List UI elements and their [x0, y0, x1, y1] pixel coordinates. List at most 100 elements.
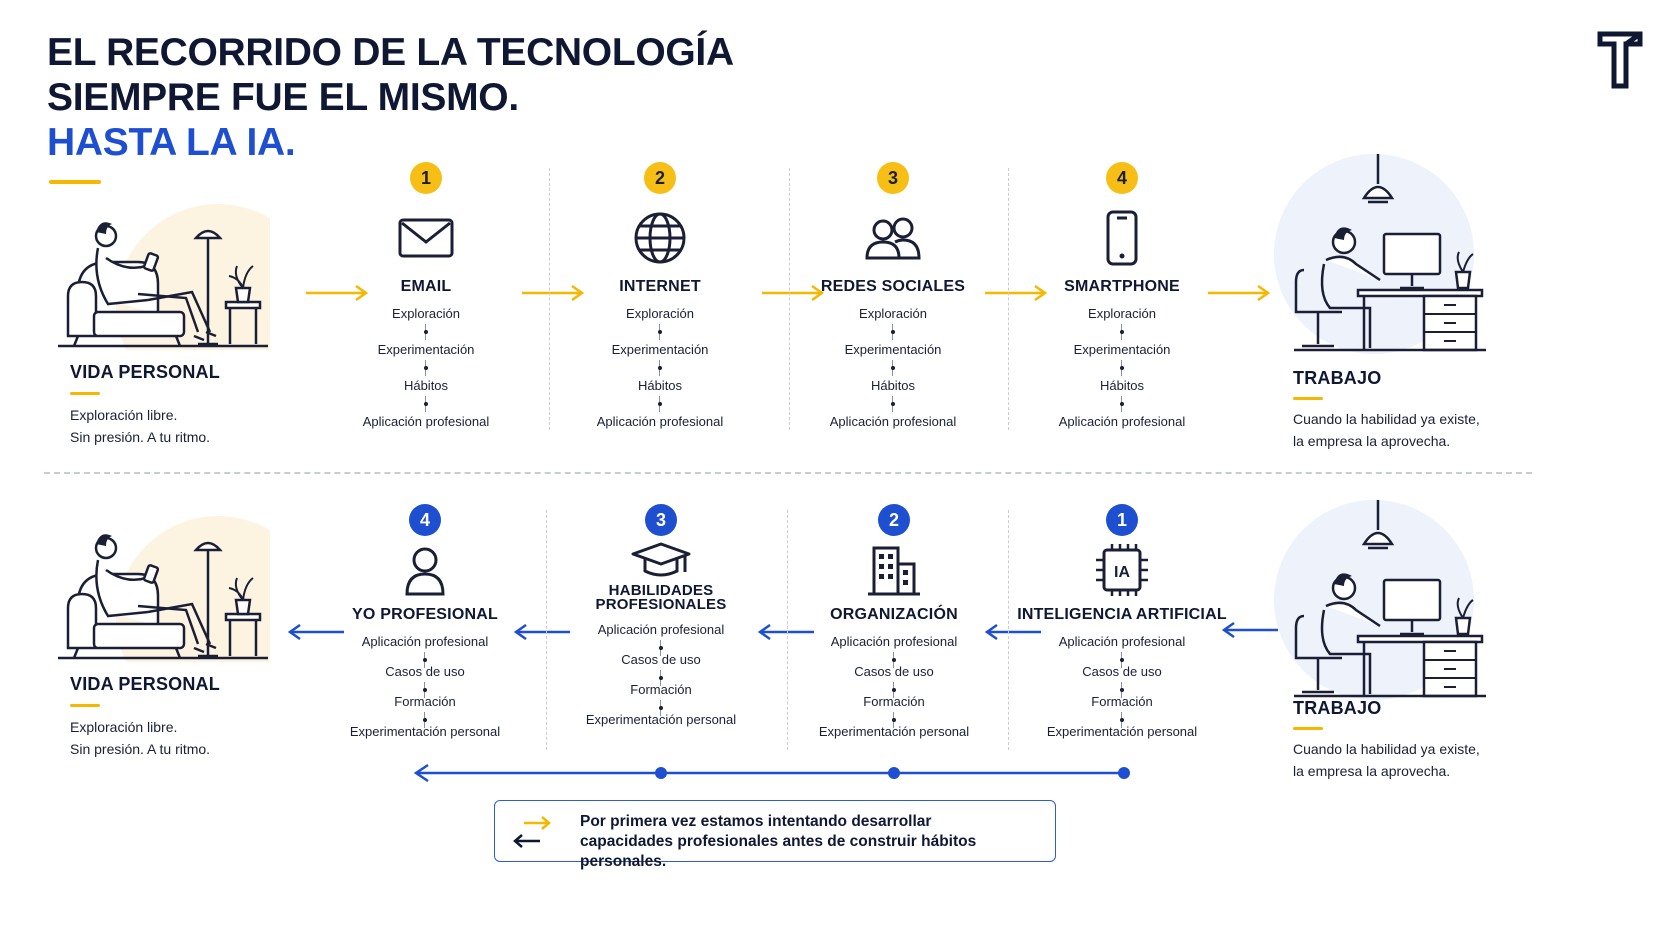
column-divider — [789, 168, 790, 430]
bottom-right-title: TRABAJO — [1293, 698, 1382, 718]
step-number-badge: 4 — [1106, 162, 1138, 194]
desk-illustration-top — [1274, 154, 1486, 354]
title-underline — [49, 180, 101, 184]
sofa-illustration-bottom — [58, 514, 270, 662]
bottom-left-description: Exploración libre. Sin presión. A tu rit… — [70, 719, 211, 757]
stage-title: SMARTPHONE — [1064, 278, 1180, 295]
step-label: Hábitos — [1099, 378, 1145, 393]
top-left-underline — [70, 392, 100, 395]
top-left-title: VIDA PERSONAL — [70, 362, 220, 382]
title-line-2: SIEMPRE FUE EL MISMO. — [47, 76, 519, 119]
desk-illustration-bottom — [1274, 500, 1486, 700]
brand-t-logo-icon — [1597, 31, 1643, 89]
step-label: Experimentación — [377, 342, 475, 357]
timeline-dot — [888, 767, 900, 779]
stage-title: INTELIGENCIA ARTIFICIAL — [1017, 606, 1227, 623]
stage-habilidades-profesionales: 3 HABILIDADES PROFESIONALES Aplicación p… — [556, 504, 766, 728]
step-label: Aplicación profesional — [1058, 414, 1186, 429]
step-label: Aplicación profesional — [1058, 634, 1186, 649]
graduation-cap-icon — [631, 542, 691, 577]
title-line-3: HASTA LA IA. — [47, 121, 296, 164]
step-label: Formación — [394, 694, 456, 709]
step-label: Exploración — [392, 306, 460, 321]
stage-title: YO PROFESIONAL — [352, 606, 498, 623]
step-label: Hábitos — [870, 378, 916, 393]
callout-text: Por primera vez estamos intentando desar… — [580, 813, 977, 870]
title-line-1: EL RECORRIDO DE LA TECNOLOGÍA — [47, 31, 734, 74]
smartphone-icon — [1106, 210, 1138, 266]
building-icon — [868, 546, 920, 596]
people-icon — [865, 217, 921, 260]
column-divider — [1008, 168, 1009, 430]
step-label: Aplicación profesional — [361, 634, 489, 649]
column-divider — [787, 510, 788, 750]
step-number-badge: 3 — [645, 504, 677, 536]
step-label: Experimentación personal — [818, 724, 970, 739]
step-label: Experimentación personal — [349, 724, 501, 739]
step-number-badge: 1 — [410, 162, 442, 194]
column-divider — [549, 168, 550, 430]
bottom-right-description: Cuando la habilidad ya existe, la empres… — [1293, 741, 1480, 779]
step-label: Aplicación profesional — [597, 622, 725, 637]
step-label: Casos de uso — [621, 652, 701, 667]
row-separator — [44, 472, 1532, 474]
column-divider — [1008, 510, 1009, 750]
step-label: Casos de uso — [1082, 664, 1162, 679]
person-icon — [405, 547, 445, 596]
reverse-timeline — [413, 763, 1130, 783]
step-label: Aplicación profesional — [829, 414, 957, 429]
step-label: Casos de uso — [385, 664, 465, 679]
column-divider — [546, 510, 547, 750]
chip-label: IA — [1114, 564, 1130, 581]
sofa-illustration-top — [58, 202, 270, 350]
step-number-badge: 4 — [409, 504, 441, 536]
stage-title: EMAIL — [400, 278, 452, 295]
page-title: EL RECORRIDO DE LA TECNOLOGÍA SIEMPRE FU… — [47, 30, 734, 165]
step-label: Experimentación personal — [585, 712, 737, 727]
step-label: Aplicación profesional — [596, 414, 724, 429]
top-right-description: Cuando la habilidad ya existe, la empres… — [1293, 411, 1480, 449]
top-right-underline — [1293, 397, 1323, 400]
step-label: Formación — [630, 682, 692, 697]
top-left-description: Exploración libre. Sin presión. A tu rit… — [70, 407, 211, 445]
step-label: Hábitos — [403, 378, 449, 393]
step-number-badge: 2 — [644, 162, 676, 194]
stage-internet: 2 INTERNET Exploración Experimentación H… — [555, 162, 765, 430]
step-label: Experimentación — [611, 342, 709, 357]
step-label: Exploración — [626, 306, 694, 321]
step-label: Hábitos — [637, 378, 683, 393]
stage-email: 1 EMAIL Exploración Experimentación Hábi… — [321, 162, 531, 430]
bottom-left-title: VIDA PERSONAL — [70, 674, 220, 694]
step-label: Formación — [1091, 694, 1153, 709]
stage-title: INTERNET — [619, 278, 701, 295]
stage-title: HABILIDADES PROFESIONALES — [595, 582, 727, 613]
step-label: Exploración — [1088, 306, 1156, 321]
step-number-badge: 2 — [878, 504, 910, 536]
step-number-badge: 1 — [1106, 504, 1138, 536]
stage-redes-sociales: 3 REDES SOCIALES Exploración Experimenta… — [788, 162, 998, 430]
step-label: Experimentación — [1073, 342, 1171, 357]
top-right-title: TRABAJO — [1293, 368, 1382, 388]
stage-inteligencia-artificial: 1 IA INTELIGENCIA ARTIFICIAL Aplicación … — [1016, 504, 1228, 740]
step-label: Experimentación personal — [1046, 724, 1198, 739]
bidirectional-arrows-icon — [513, 816, 551, 848]
stage-yo-profesional: 4 YO PROFESIONAL Aplicación profesional … — [320, 504, 530, 740]
stage-organizacion: 2 ORGANIZACIÓN Aplicación profesional Ca… — [789, 504, 999, 740]
stage-title: REDES SOCIALES — [820, 278, 966, 295]
envelope-icon — [398, 218, 454, 258]
arrow-left-icon — [1222, 622, 1280, 638]
ai-chip-icon: IA — [1096, 544, 1148, 596]
timeline-dot — [655, 767, 667, 779]
step-number-badge: 3 — [877, 162, 909, 194]
step-label: Casos de uso — [854, 664, 934, 679]
timeline-dot — [1118, 767, 1130, 779]
step-label: Experimentación — [844, 342, 942, 357]
bottom-left-underline — [70, 704, 100, 707]
globe-icon — [634, 212, 686, 264]
step-label: Formación — [863, 694, 925, 709]
stage-smartphone: 4 SMARTPHONE Exploración Experimentación… — [1017, 162, 1227, 430]
bottom-right-underline — [1293, 727, 1323, 730]
step-label: Exploración — [859, 306, 927, 321]
step-label: Aplicación profesional — [830, 634, 958, 649]
step-label: Aplicación profesional — [362, 414, 490, 429]
